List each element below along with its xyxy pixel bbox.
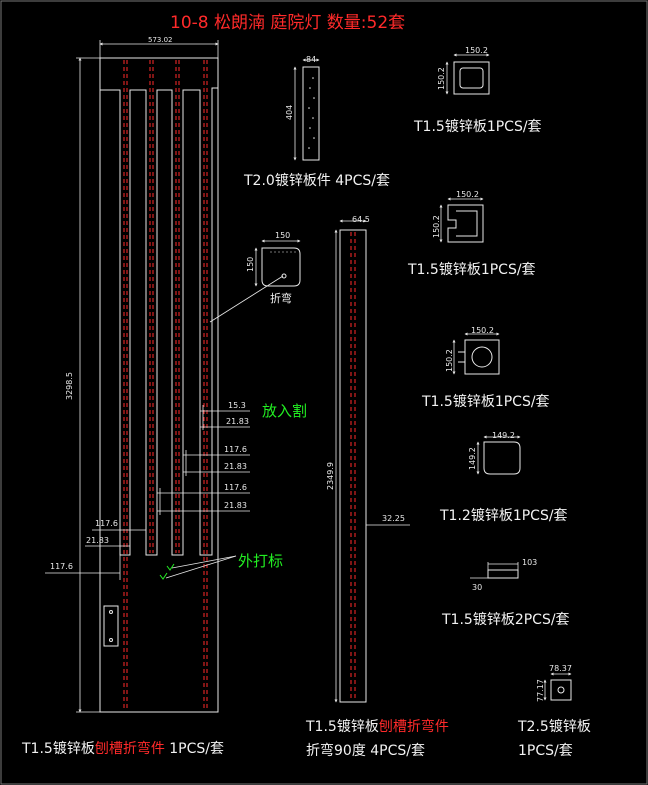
caption-sq3: T1.5镀锌板1PCS/套 bbox=[422, 394, 550, 410]
caption-main-part-material: T1.5镀锌板 bbox=[22, 741, 95, 757]
drawing-title: 10-8 松朗湳 庭院灯 数量:52套 bbox=[170, 13, 406, 33]
dim-strip-offset: 32.25 bbox=[382, 514, 405, 523]
dim-tiny-w: 78.37 bbox=[549, 664, 572, 673]
dim-left-c: 117.6 bbox=[50, 562, 73, 571]
note-fold: 折弯 bbox=[270, 292, 292, 305]
dim-plate-w: 84 bbox=[306, 55, 316, 64]
dim-sq1-h: 150.2 bbox=[437, 67, 446, 90]
dim-bar-h: 30 bbox=[472, 583, 482, 592]
dim-tiny-h: 77.17 bbox=[536, 679, 545, 702]
caption-strip: T1.5镀锌板刨槽折弯件 bbox=[306, 716, 449, 736]
caption-main-part-qty: 1PCS/套 bbox=[164, 741, 225, 757]
dim-sq4-h: 149.2 bbox=[468, 447, 477, 470]
dim-sq2-h: 150.2 bbox=[432, 215, 441, 238]
dim-slot-a2: 117.6 bbox=[224, 483, 247, 492]
caption-tiny-line2: 1PCS/套 bbox=[518, 743, 573, 759]
main-part-centerlines bbox=[123, 60, 208, 710]
caption-main-part-process: 刨槽折弯件 bbox=[94, 741, 165, 757]
dim-strip-w: 64.5 bbox=[352, 215, 370, 224]
dim-bracket-h: 150 bbox=[246, 257, 255, 272]
dim-slot-b3: 21.83 bbox=[224, 501, 247, 510]
caption-sq1: T1.5镀锌板1PCS/套 bbox=[414, 119, 542, 135]
dim-slot-c: 15.3 bbox=[228, 401, 246, 410]
dim-left-b: 21.83 bbox=[86, 536, 109, 545]
caption-sq2: T1.5镀锌板1PCS/套 bbox=[408, 262, 536, 278]
dim-sq2-w: 150.2 bbox=[456, 190, 479, 199]
dim-sq3-w: 150.2 bbox=[471, 326, 494, 335]
caption-strip-line2: 折弯90度 4PCS/套 bbox=[306, 743, 425, 759]
caption-tiny-line1: T2.5镀锌板 bbox=[518, 719, 591, 735]
note-insert-cut: 放入割 bbox=[262, 402, 308, 420]
caption-strip-material: T1.5镀锌板 bbox=[306, 719, 379, 735]
dim-sq1-w: 150.2 bbox=[465, 46, 488, 55]
caption-main-part: T1.5镀锌板刨槽折弯件 1PCS/套 bbox=[22, 738, 224, 758]
caption-sq4: T1.2镀锌板1PCS/套 bbox=[440, 508, 568, 524]
dim-slot-b2: 21.83 bbox=[224, 462, 247, 471]
dim-left-a: 117.6 bbox=[95, 519, 118, 528]
dim-sq4-w: 149.2 bbox=[492, 431, 515, 440]
dim-plate-h: 404 bbox=[285, 105, 294, 120]
dim-bar-w: 103 bbox=[522, 558, 537, 567]
dim-slot-a1: 117.6 bbox=[224, 445, 247, 454]
dim-strip-h: 2349.9 bbox=[326, 462, 335, 490]
main-part-outline bbox=[99, 57, 219, 713]
caption-strip-process: 刨槽折弯件 bbox=[378, 719, 449, 735]
caption-bar: T1.5镀锌板2PCS/套 bbox=[442, 612, 570, 628]
note-outer-mark: 外打标 bbox=[238, 552, 284, 570]
dim-bracket-w: 150 bbox=[275, 231, 290, 240]
dim-sq3-h: 150.2 bbox=[445, 349, 454, 372]
dim-height-total: 3298.5 bbox=[65, 372, 74, 400]
dim-width-top: 573.02 bbox=[148, 36, 173, 44]
caption-plate: T2.0镀锌板件 4PCS/套 bbox=[244, 173, 390, 189]
dim-slot-b1: 21.83 bbox=[226, 417, 249, 426]
